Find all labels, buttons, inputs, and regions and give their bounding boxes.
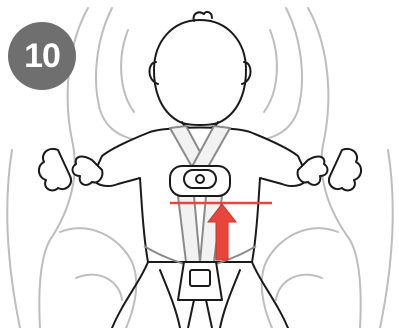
step-number: 10 [24,39,60,73]
child-head [154,20,246,125]
harness-buckle [178,262,222,328]
chest-clip [170,166,230,196]
step-badge: 10 [8,22,76,90]
child-left-hand [73,157,103,185]
